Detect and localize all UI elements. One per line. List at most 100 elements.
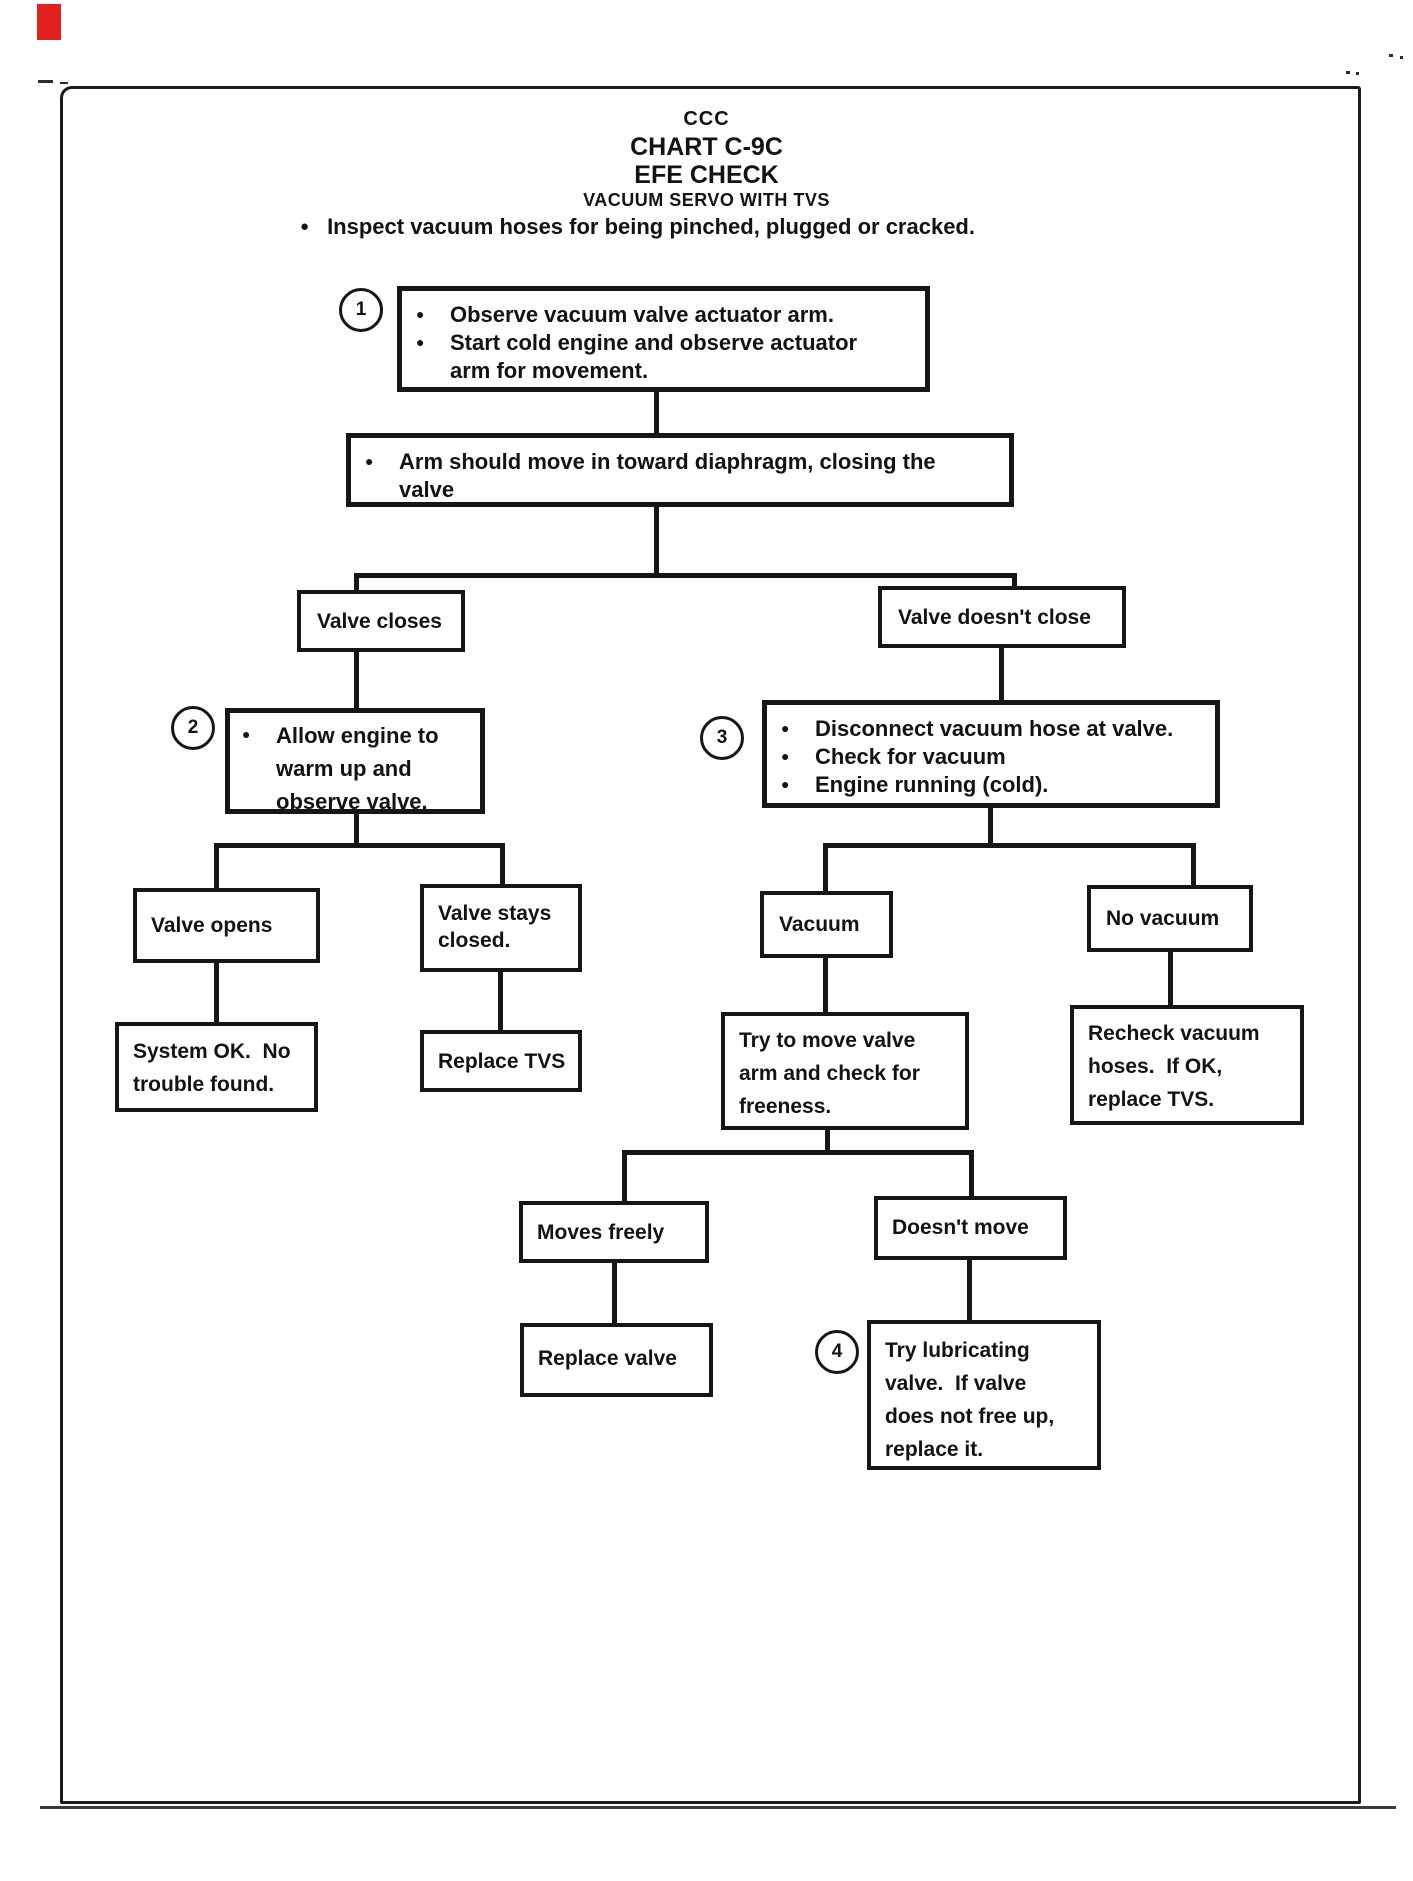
node-step4-try-lubricating: Try lubricating valve. If valve does not… (867, 1320, 1101, 1470)
node-text-line: warm up and (276, 756, 412, 781)
connector-line (1012, 573, 1017, 589)
node-label: Valve doesn't close (898, 606, 1091, 629)
node-text: arm for movement. (450, 358, 649, 383)
bullet-spacer (416, 357, 450, 384)
node-label: Doesn't move (892, 1216, 1029, 1239)
bullet-icon: ● (416, 334, 425, 350)
node-text: Start cold engine and observe actuator (450, 330, 858, 355)
node-label: Moves freely (537, 1221, 665, 1244)
node-label-line: Try to move valve (739, 1029, 916, 1052)
bullet-icon: ● (781, 720, 790, 736)
connector-line (354, 650, 359, 711)
node-step3: ● Disconnect vacuum hose at valve. ● Che… (762, 700, 1220, 808)
connector-line (654, 390, 659, 436)
node-text: Engine running (cold). (815, 772, 1049, 797)
connector-line (622, 1150, 974, 1155)
node-text: Arm should move in toward diaphragm, clo… (399, 449, 936, 474)
node-vacuum: Vacuum (760, 891, 893, 958)
step-circle-3: 3 (700, 716, 744, 760)
step-circle-4: 4 (815, 1330, 859, 1374)
scan-dash (60, 82, 68, 84)
connector-line (1168, 950, 1173, 1007)
node-label-line: arm and check for (739, 1062, 920, 1085)
node-label-line: Valve stays (438, 902, 552, 925)
connector-line (969, 1150, 974, 1198)
node-doesnt-move: Doesn't move (874, 1196, 1067, 1260)
node-label-line: replace it. (885, 1438, 984, 1461)
connector-line (354, 573, 1017, 578)
node-label-line: System OK. No (133, 1040, 291, 1063)
connector-line (354, 811, 359, 847)
node-arm-should-move: ● Arm should move in toward diaphragm, c… (346, 433, 1014, 507)
connector-line (825, 1128, 830, 1155)
bullet-icon: ● (242, 726, 251, 742)
connector-line (214, 961, 219, 1024)
red-scan-mark (37, 4, 61, 40)
intro-bullet-line: ● Inspect vacuum hoses for being pinched… (300, 214, 1120, 240)
node-text: Allow engine to warm up and observe valv… (276, 719, 439, 818)
node-label: Replace TVS (438, 1050, 566, 1073)
node-text: Check for vacuum (815, 744, 1006, 769)
intro-text: Inspect vacuum hoses for being pinched, … (327, 214, 975, 239)
step-circle-2: 2 (171, 706, 215, 750)
connector-line (823, 956, 828, 1014)
node-label: Vacuum (779, 913, 860, 936)
bullet-icon: ● (781, 776, 790, 792)
node-label-line: closed. (438, 929, 511, 952)
node-text: valve (399, 477, 455, 502)
node-moves-freely: Moves freely (519, 1201, 709, 1263)
node-label-line: hoses. If OK, (1088, 1055, 1223, 1078)
bullet-icon: ● (781, 748, 790, 764)
node-replace-valve: Replace valve (520, 1323, 713, 1397)
node-text: Disconnect vacuum hose at valve. (815, 716, 1174, 741)
node-label-line: trouble found. (133, 1073, 275, 1096)
bullet-icon: ● (300, 218, 310, 235)
title-chart-number: CHART C-9C (630, 133, 783, 161)
node-label: Valve closes (317, 610, 442, 633)
node-label-line: freeness. (739, 1095, 832, 1118)
node-label-line: replace TVS. (1088, 1088, 1215, 1111)
bullet-spacer (365, 476, 399, 503)
node-label-line: does not free up, (885, 1405, 1055, 1428)
title-ccc: CCC (683, 108, 730, 130)
connector-line (654, 505, 659, 577)
node-replace-tvs: Replace TVS (420, 1030, 582, 1092)
scan-dash (38, 80, 53, 83)
node-recheck-hoses: Recheck vacuum hoses. If OK, replace TVS… (1070, 1005, 1304, 1125)
title-efe-check: EFE CHECK (634, 161, 779, 189)
node-step2-allow-engine: ● Allow engine to warm up and observe va… (225, 708, 485, 814)
node-valve-opens: Valve opens (133, 888, 320, 963)
node-text-line: observe valve. (276, 789, 428, 814)
node-label: No vacuum (1106, 907, 1220, 930)
bullet-icon: ● (365, 453, 374, 469)
connector-line (612, 1261, 617, 1325)
node-valve-doesnt-close: Valve doesn't close (878, 586, 1126, 648)
page-bottom-edge (40, 1806, 1396, 1809)
title-vacuum-servo: VACUUM SERVO WITH TVS (583, 190, 830, 210)
node-system-ok: System OK. No trouble found. (115, 1022, 318, 1112)
node-label: Replace valve (538, 1347, 677, 1370)
connector-line (1191, 843, 1196, 887)
connector-line (999, 646, 1004, 702)
connector-line (214, 843, 219, 890)
scan-dot (1400, 56, 1403, 59)
scan-dot (1389, 54, 1393, 57)
connector-line (622, 1150, 627, 1203)
connector-line (967, 1258, 972, 1322)
connector-line (214, 843, 505, 848)
node-valve-stays-closed: Valve stays closed. (420, 884, 582, 972)
connector-line (823, 843, 1196, 848)
node-text: Observe vacuum valve actuator arm. (450, 302, 834, 327)
node-label-line: Try lubricating (885, 1339, 1030, 1362)
scan-dot (1356, 72, 1359, 75)
connector-line (498, 970, 503, 1032)
node-text-line: Allow engine to (276, 723, 439, 748)
node-step1: ● Observe vacuum valve actuator arm. ● S… (397, 286, 930, 392)
connector-line (988, 806, 993, 846)
node-label-line: Recheck vacuum (1088, 1022, 1260, 1045)
node-label: Valve opens (151, 914, 273, 937)
scan-dot (1346, 71, 1350, 74)
bullet-icon: ● (416, 306, 425, 322)
connector-line (500, 843, 505, 886)
node-try-move-valve-arm: Try to move valve arm and check for free… (721, 1012, 969, 1130)
